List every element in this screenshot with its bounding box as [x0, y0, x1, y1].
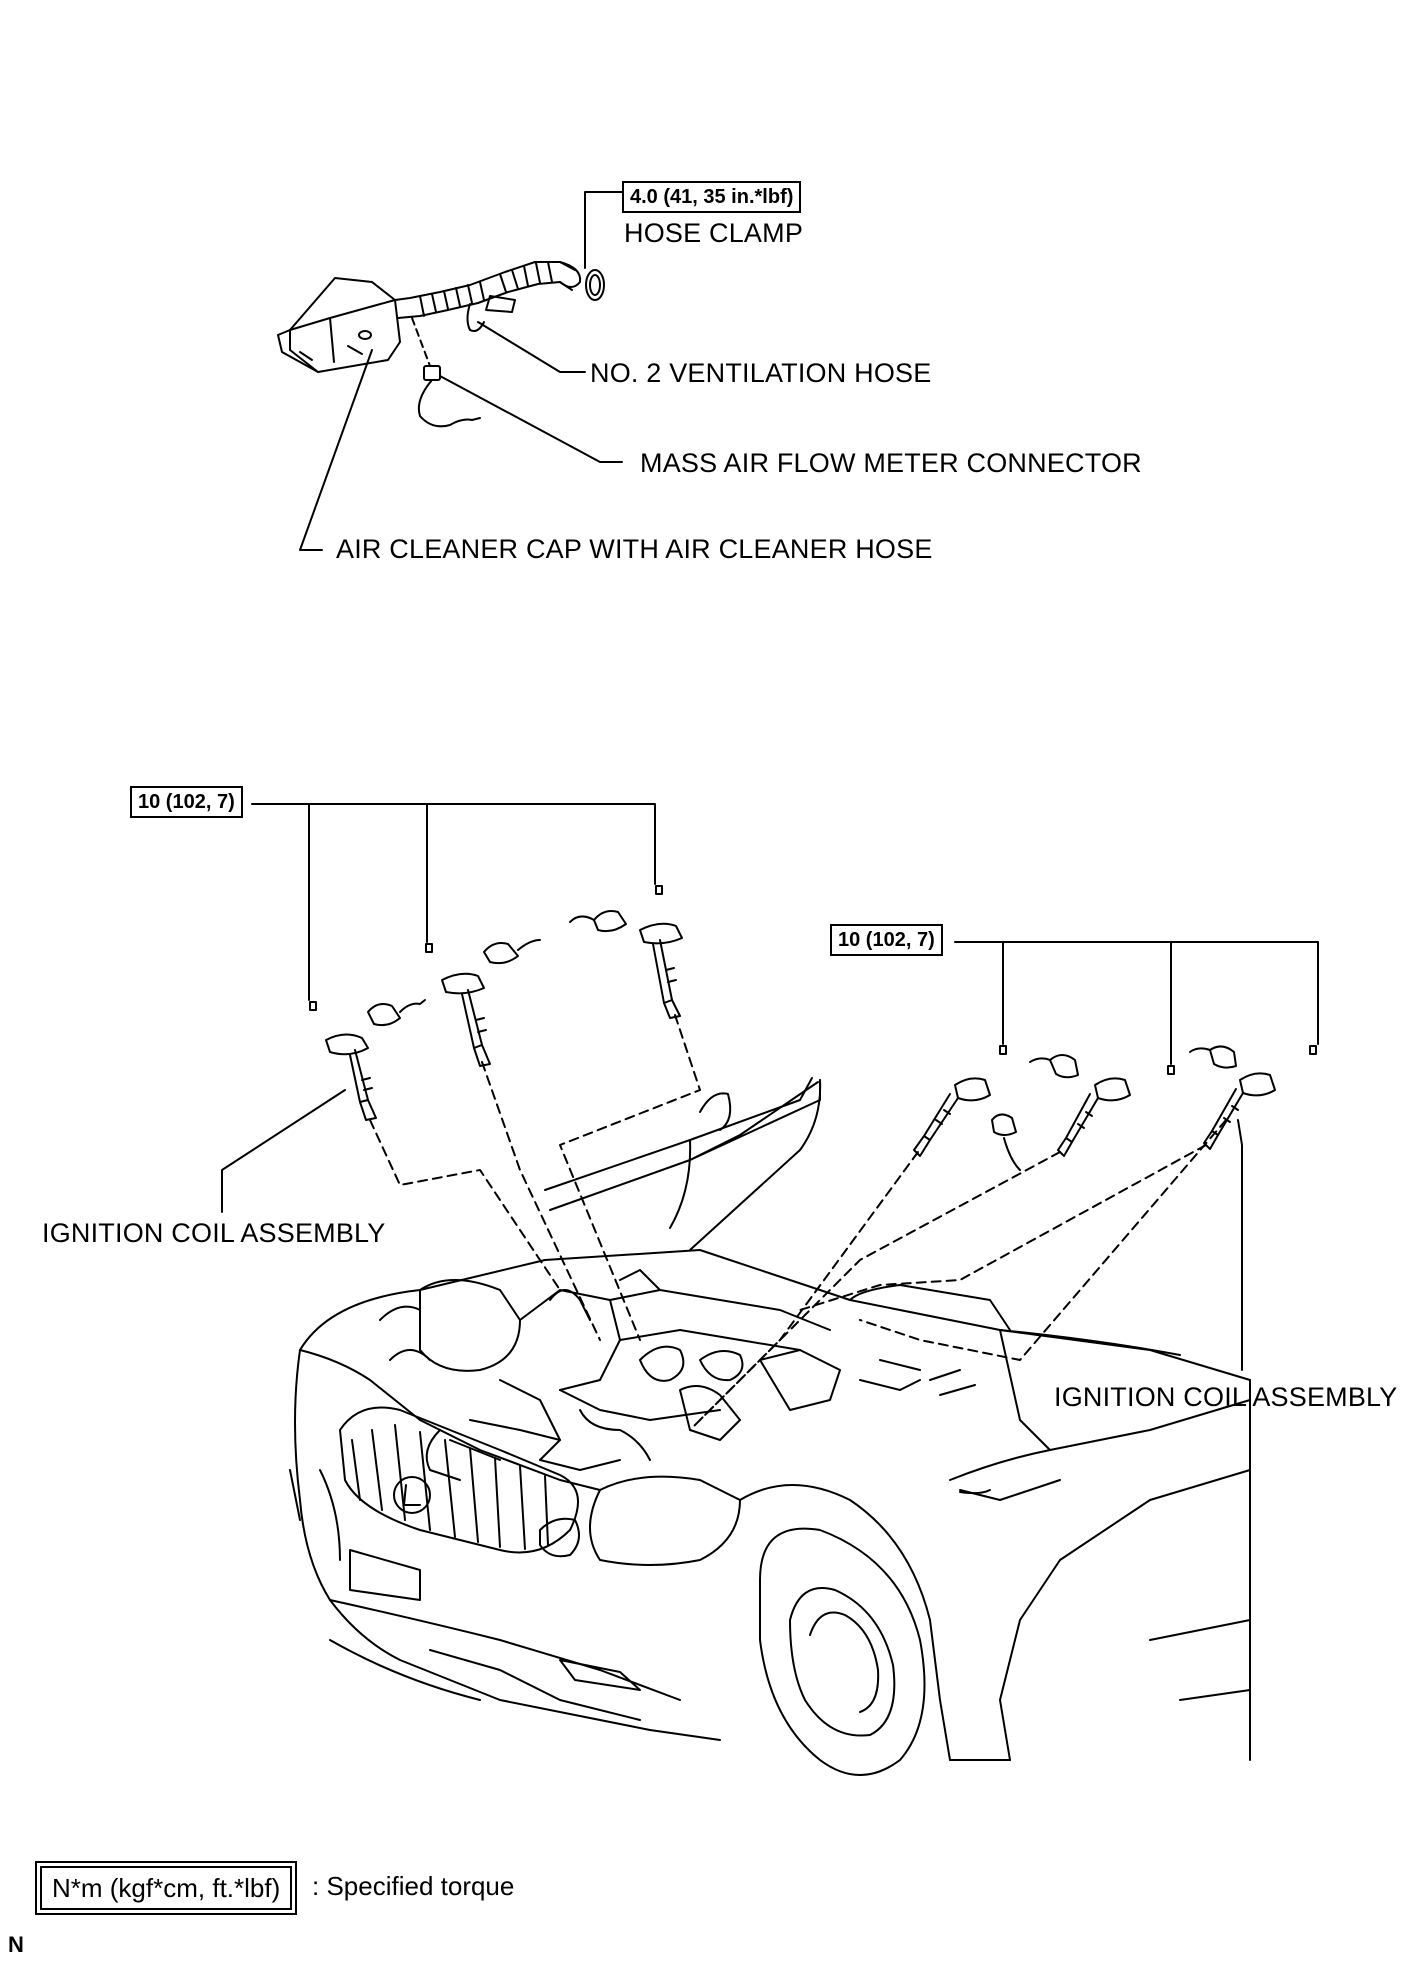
ignition-coil-right-3 — [1189, 1045, 1317, 1150]
legend-unit-box: N*m (kgf*cm, ft.*lbf) — [34, 1861, 298, 1915]
engine-bay-drawing — [379, 1269, 976, 1481]
legend-description: : Specified torque — [312, 1871, 515, 1901]
torque-left-leader — [251, 803, 656, 1001]
hose-clamp-label: HOSE CLAMP — [624, 218, 804, 248]
maf-dash-line — [411, 317, 431, 367]
hose-clamp-leader — [584, 191, 623, 269]
car-body-drawing — [289, 1077, 1251, 1776]
ignition-coil-left-3 — [569, 885, 683, 1019]
ignition-coil-left-label: IGNITION COIL ASSEMBLY — [42, 1218, 386, 1248]
ignition-coil-left-2 — [425, 939, 541, 1067]
ignition-coil-right-label: IGNITION COIL ASSEMBLY — [1054, 1382, 1398, 1412]
install-dash-lines — [369, 1014, 1227, 1431]
maf-connector-drawing — [417, 365, 481, 428]
ignition-coil-left-leader — [221, 1089, 346, 1213]
torque-left-box: 10 (102, 7) — [130, 786, 243, 818]
ventilation-hose-leader — [477, 321, 586, 373]
air-cleaner-cap-leader — [299, 349, 373, 551]
ignition-coil-right-leader — [1237, 1119, 1243, 1371]
maf-connector-label: MASS AIR FLOW METER CONNECTOR — [640, 448, 1142, 478]
ignition-coil-right-1 — [913, 1045, 1021, 1171]
maf-connector-leader — [439, 375, 623, 463]
hose-clamp-torque-box: 4.0 (41, 35 in.*lbf) — [622, 181, 802, 213]
ventilation-hose-label: NO. 2 VENTILATION HOSE — [590, 358, 932, 388]
torque-right-leader — [954, 941, 1319, 1065]
figure-code: N — [8, 1932, 24, 1957]
air-cleaner-cap-drawing — [277, 277, 401, 373]
air-cleaner-hose-drawing — [394, 261, 605, 332]
torque-right-box: 10 (102, 7) — [830, 924, 943, 956]
ignition-coil-left-1 — [309, 999, 426, 1121]
air-cleaner-cap-label: AIR CLEANER CAP WITH AIR CLEANER HOSE — [336, 534, 933, 564]
ignition-coil-right-2 — [1029, 1054, 1175, 1157]
